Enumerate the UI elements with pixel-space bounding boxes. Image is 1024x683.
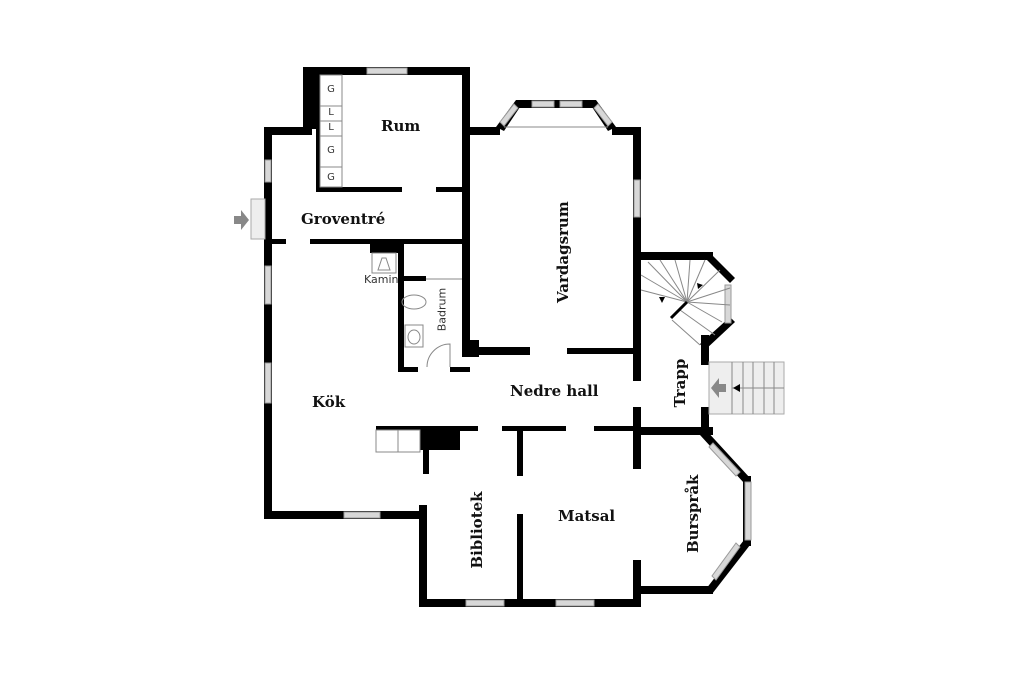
- bathroom-fixtures: [401, 278, 462, 368]
- closet-label: G: [327, 84, 335, 95]
- arrow-right-icon: [234, 210, 249, 230]
- room-label-kok: Kök: [312, 393, 346, 411]
- room-label-vardagsrum: Vardagsrum: [554, 201, 572, 303]
- windows: [264, 67, 752, 607]
- room-label-bibliotek: Bibliotek: [468, 491, 486, 569]
- room-label-rum: Rum: [381, 117, 421, 135]
- room-label-groventre: Groventré: [301, 210, 386, 228]
- kitchen-counter: [375, 429, 421, 453]
- room-label-trapp: Trapp: [671, 358, 689, 408]
- closet-label: G: [327, 172, 335, 183]
- closet: [319, 74, 343, 188]
- label-badrum: Badrum: [435, 287, 449, 332]
- west-entrance-step: [250, 198, 266, 240]
- room-label-nedre-hall: Nedre hall: [510, 382, 599, 400]
- room-label-burssprak: Burspråk: [684, 474, 702, 553]
- fireplace: [371, 252, 397, 274]
- room-label-matsal: Matsal: [558, 507, 616, 525]
- spiral-staircase: [640, 259, 731, 346]
- closet-label: G: [327, 145, 335, 156]
- label-kamin: Kamin: [364, 273, 399, 286]
- bay-walls: [496, 100, 751, 594]
- closet-label: L: [328, 107, 334, 118]
- arrow-left-icon: [711, 378, 726, 398]
- closet-label: L: [328, 122, 334, 133]
